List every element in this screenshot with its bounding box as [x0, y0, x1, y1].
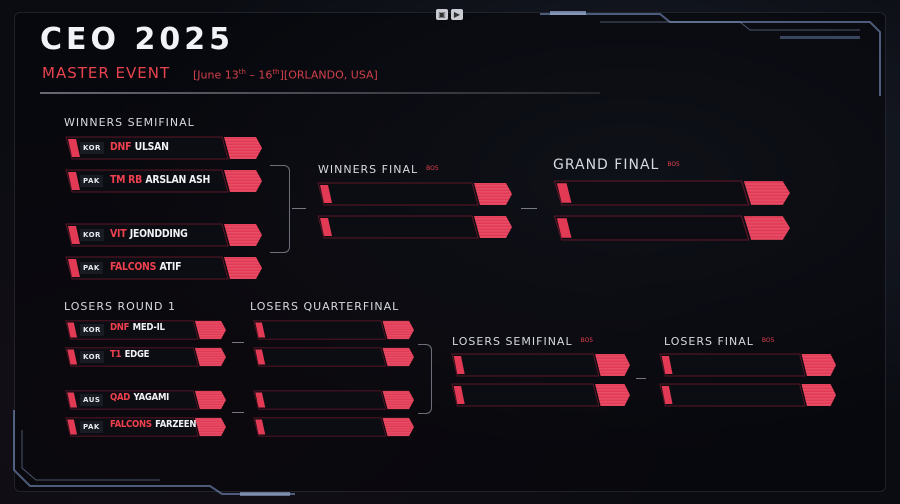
slot-plate [253, 347, 415, 367]
slot-plate [553, 215, 791, 241]
header-divider [40, 92, 600, 94]
country-badge: KOR [80, 324, 104, 336]
hud-corner-bottom-left [13, 410, 295, 496]
slot-plate [451, 353, 631, 377]
record-icon[interactable]: ▶ [451, 9, 463, 20]
connector-dash [636, 378, 646, 379]
winners-final-slot-2[interactable] [316, 215, 513, 239]
connector-dash [232, 412, 244, 413]
country-badge: KOR [80, 229, 104, 241]
screenshot-icon[interactable]: ▣ [436, 9, 448, 20]
losers-final-slot-2[interactable] [658, 383, 837, 407]
label-losers-quarterfinal: LOSERS QUARTERFINAL [250, 300, 400, 313]
slot-plate [317, 215, 513, 239]
slot-plate [553, 180, 791, 206]
country-badge: KOR [80, 142, 104, 154]
window-toolbar: ▣ ▶ [436, 9, 463, 20]
event-date-location: [June 13th – 16th][ORLANDO, USA] [193, 68, 378, 82]
connector-dash [292, 208, 306, 209]
event-title: CEO 2025 [40, 22, 234, 57]
slot-plate [253, 390, 415, 410]
country-badge: PAK [80, 262, 103, 274]
country-badge: PAK [80, 421, 103, 433]
label-winners-semifinal: WINNERS SEMIFINAL [64, 116, 195, 129]
losers-final-slot-1[interactable] [658, 353, 837, 377]
slot-plate [253, 320, 415, 340]
grand-final-slot-2[interactable] [552, 215, 791, 241]
losers-quarterfinal-slot-1[interactable] [252, 320, 415, 340]
country-badge: PAK [80, 175, 103, 187]
slot-plate [659, 383, 837, 407]
losers-semifinal-slot-2[interactable] [450, 383, 631, 407]
winners-final-slot-1[interactable] [316, 182, 513, 206]
slot-plate [317, 182, 513, 206]
losers-quarterfinal-slot-3[interactable] [252, 390, 415, 410]
connector-losers-quarters [418, 344, 432, 414]
grand-final-slot-1[interactable] [552, 180, 791, 206]
losers-semifinal-slot-1[interactable] [450, 353, 631, 377]
connector-dash [521, 208, 537, 209]
slot-plate [659, 353, 837, 377]
event-subtitle: MASTER EVENT [42, 64, 171, 82]
losers-quarterfinal-slot-2[interactable] [252, 347, 415, 367]
country-badge: AUS [80, 394, 104, 406]
slot-plate [451, 383, 631, 407]
country-badge: KOR [80, 351, 104, 363]
label-losers-round1: LOSERS ROUND 1 [64, 300, 176, 313]
slot-plate [253, 417, 415, 437]
hud-corner-top-right [540, 11, 881, 96]
losers-quarterfinal-slot-4[interactable] [252, 417, 415, 437]
connector-winners-semis [270, 165, 290, 253]
connector-dash [232, 342, 244, 343]
